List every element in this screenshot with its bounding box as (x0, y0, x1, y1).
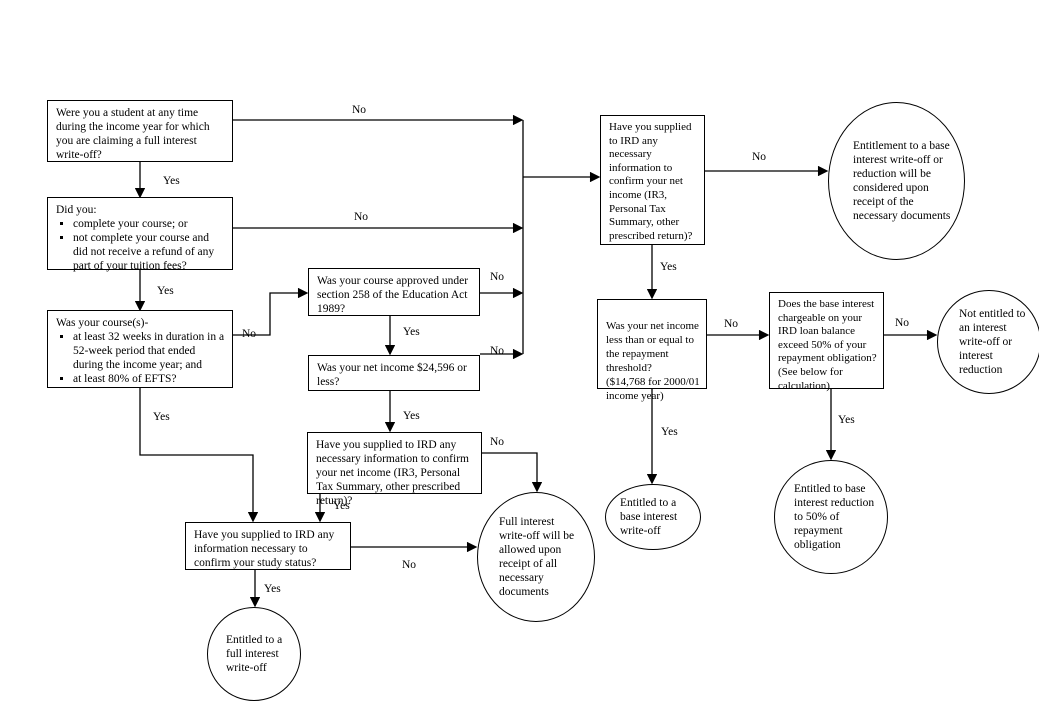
terminal-text: Entitled to a base interest write-off (620, 497, 678, 537)
edge-midsupplied-no (482, 452, 543, 493)
terminal-text: Not entitled to an interest write-off or… (959, 308, 1026, 376)
label-threshold-no: No (724, 318, 739, 330)
terminal-entitled-base-writeoff: Entitled to a base interest write-off (605, 484, 701, 550)
label-student-yes: Yes (163, 175, 180, 187)
label-baseinterest-yes: Yes (838, 414, 855, 426)
label-baseinterest-no: No (895, 317, 910, 329)
label-study-no: No (402, 559, 417, 571)
bullet-item: at least 32 weeks in duration in a 52-we… (73, 330, 226, 372)
bullet-item: complete your course; or (73, 217, 226, 231)
label-approved-no: No (490, 271, 505, 283)
label-income-no: No (490, 345, 505, 357)
bullet-item: not complete your course and did not rec… (73, 231, 226, 273)
node-text: Did you: (56, 204, 97, 216)
label-didyou-yes: Yes (157, 285, 174, 297)
node-text: Was your net income less than or equal t… (606, 320, 700, 402)
label-suppliedtop-yes: Yes (660, 261, 677, 273)
label-course-yes: Yes (153, 411, 170, 423)
label-midsupplied-no: No (490, 436, 505, 448)
label-income-yes: Yes (403, 410, 420, 422)
node-text: Was your net income $24,596 or less? (317, 362, 467, 388)
label-midsupplied-yes: Yes (333, 500, 350, 512)
terminal-text: Entitled to a full interest write-off (226, 634, 283, 674)
node-net-income-24596-question: Was your net income $24,596 or less? (308, 355, 480, 391)
bullet-list: complete your course; or not complete yo… (56, 217, 226, 273)
edge-course-yes (139, 388, 259, 523)
terminal-entitlement-considered: Entitlement to a base interest write-off… (828, 102, 965, 260)
node-student-question: Were you a student at any time during th… (47, 100, 233, 162)
node-text: Were you a student at any time during th… (56, 107, 210, 161)
node-base-interest-question: Does the base interest chargeable on you… (769, 292, 884, 392)
label-approved-yes: Yes (403, 326, 420, 338)
edge-course-no (233, 287, 309, 336)
node-text: Have you supplied to IRD any necessary i… (609, 121, 693, 242)
node-text: Have you supplied to IRD any necessary i… (316, 439, 469, 507)
label-course-no: No (242, 328, 257, 340)
terminal-entitled-base-reduction: Entitled to base interest reduction to 5… (774, 460, 888, 574)
node-study-status-question: Have you supplied to IRD any information… (185, 522, 351, 570)
bullet-item: at least 80% of EFTS? (73, 372, 226, 386)
terminal-text: Full interest write-off will be allowed … (499, 516, 575, 598)
terminal-text: Entitled to base interest reduction to 5… (794, 483, 875, 551)
label-suppliedtop-no: No (752, 151, 767, 163)
node-text: Have you supplied to IRD any information… (194, 529, 335, 569)
terminal-not-entitled: Not entitled to an interest write-off or… (937, 290, 1039, 394)
node-text: Was your course(s)- (56, 317, 149, 329)
node-text: Does the base interest chargeable on you… (778, 298, 877, 392)
node-supplied-income-info-top-question: Have you supplied to IRD any necessary i… (600, 115, 705, 245)
node-supplied-income-info-question: Have you supplied to IRD any necessary i… (307, 432, 482, 507)
bullet-list: at least 32 weeks in duration in a 52-we… (56, 330, 226, 386)
node-repayment-threshold-question: Was your net income less than or equal t… (597, 299, 707, 402)
node-completed-course-question: Did you: complete your course; or not co… (47, 197, 233, 273)
terminal-entitled-full-writeoff: Entitled to a full interest write-off (207, 607, 301, 701)
label-didyou-no: No (354, 211, 369, 223)
node-course-duration-question: Was your course(s)- at least 32 weeks in… (47, 310, 233, 388)
terminal-full-writeoff-pending-docs: Full interest write-off will be allowed … (477, 492, 595, 622)
node-course-approved-question: Was your course approved under section 2… (308, 268, 480, 316)
label-threshold-yes: Yes (661, 426, 678, 438)
node-text: Was your course approved under section 2… (317, 275, 469, 315)
label-study-yes: Yes (264, 583, 281, 595)
terminal-text: Entitlement to a base interest write-off… (853, 140, 951, 222)
label-student-no: No (352, 104, 367, 116)
